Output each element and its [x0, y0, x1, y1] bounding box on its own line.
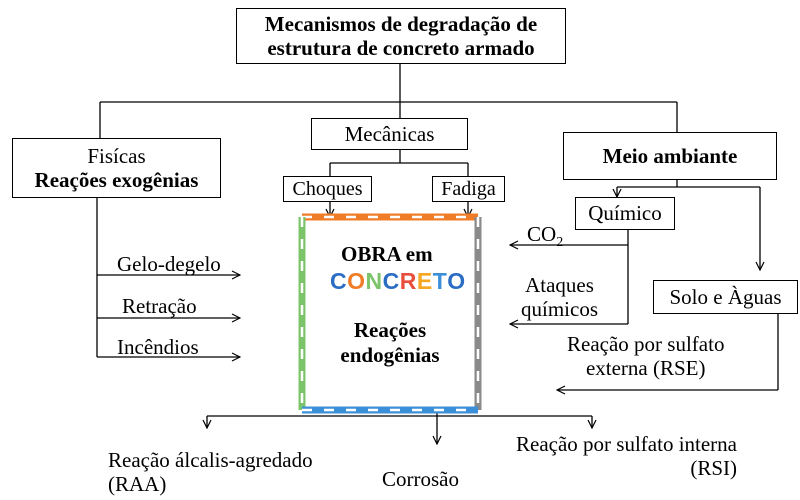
raa-line-2: (RAA) — [108, 472, 167, 497]
obra-em-label: OBRA em — [341, 242, 433, 266]
meio-ambiante-label: Meio ambiante — [602, 143, 738, 168]
title-line-2: estrutura de concreto armado — [267, 36, 535, 60]
mecanicas-label: Mecânicas — [344, 121, 435, 146]
co2-base: CO — [527, 222, 557, 246]
ataques-quimicos-label: Ataques químicos — [521, 273, 598, 321]
rse-line-2: externa (RSE) — [585, 356, 706, 381]
co2-subscript: 2 — [556, 235, 564, 251]
fisicas-box: Fisícas Reações exogênias — [12, 138, 221, 198]
logo-letter: T — [432, 268, 448, 294]
choques-box: Choques — [283, 176, 372, 202]
rsi-line-2: (RSI) — [690, 456, 737, 481]
ataques-line-2: químicos — [521, 297, 598, 322]
rse-line-1: Reação por sulfato — [567, 332, 725, 356]
rsi-label: Reação por sulfato interna (RSI) — [516, 432, 737, 480]
endogenias-line: endogênias — [340, 343, 440, 368]
solo-aguas-box: Solo e Àguas — [653, 280, 798, 314]
ataques-line-1: Ataques — [525, 273, 594, 297]
co2-label: CO2 — [527, 222, 564, 251]
fadiga-box: Fadiga — [432, 176, 505, 202]
gelo-degelo-label: Gelo-degelo — [117, 252, 221, 276]
concreto-logo: CONCRETO — [330, 268, 466, 295]
solo-aguas-label: Solo e Àguas — [669, 284, 782, 309]
quimico-label: Químico — [588, 201, 662, 226]
logo-letter: C — [330, 268, 348, 294]
fisicas-label: Fisícas — [87, 143, 146, 168]
center-box-border — [298, 213, 482, 414]
rsi-line-1: Reação por sulfato interna — [516, 432, 737, 456]
fadiga-label: Fadiga — [441, 177, 496, 200]
corrosao-label: Corrosão — [382, 467, 459, 491]
retracao-label: Retração — [122, 294, 197, 318]
logo-letter: E — [416, 268, 433, 294]
reacoes-exogenias-label: Reações exogênias — [34, 168, 199, 192]
raa-label: Reação álcalis-agredado (RAA) — [108, 448, 313, 496]
choques-label: Choques — [292, 177, 363, 200]
title-line-1: Mecanismos de degradação de — [264, 11, 538, 36]
raa-line-1: Reação álcalis-agredado — [108, 448, 313, 472]
logo-letter: O — [447, 268, 466, 294]
quimico-box: Químico — [575, 197, 675, 230]
rse-label: Reação por sulfato externa (RSE) — [567, 332, 724, 380]
incendios-label: Incêndios — [117, 335, 199, 359]
logo-letter: R — [399, 268, 417, 294]
meio-ambiante-box: Meio ambiante — [563, 132, 777, 180]
logo-letter: O — [347, 268, 366, 294]
logo-letter: C — [382, 268, 400, 294]
title-box: Mecanismos de degradação de estrutura de… — [236, 8, 566, 64]
mecanicas-box: Mecânicas — [311, 118, 468, 150]
reacoes-line: Reações — [353, 318, 427, 342]
logo-letter: N — [365, 268, 383, 294]
reacoes-endogenias-label: Reações endogênias — [322, 318, 458, 368]
